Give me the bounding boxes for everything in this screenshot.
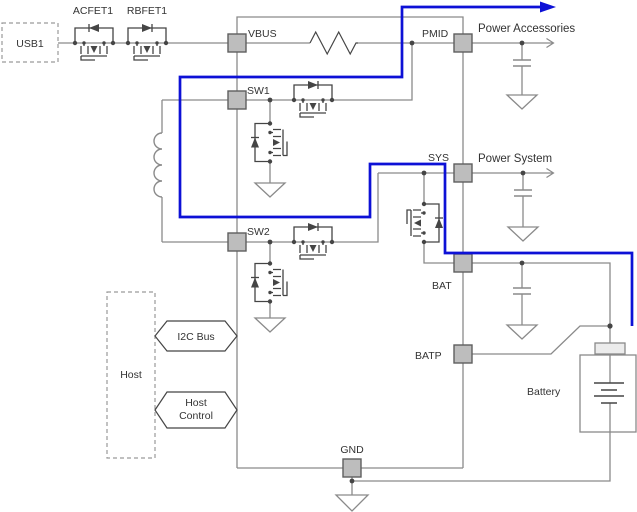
battery-connector (594, 342, 626, 355)
sys-arrowhead (546, 167, 555, 179)
battery-label: Battery (527, 386, 561, 398)
host-box (106, 291, 156, 459)
i2c-bus-connector (154, 320, 238, 352)
input-sense-resistor (309, 30, 358, 56)
power-path-arrowhead (540, 1, 556, 13)
sw1-pin (227, 90, 247, 110)
acfet1-label: ACFET1 (73, 5, 113, 17)
host-label: Host (120, 369, 142, 381)
inductor (153, 132, 163, 198)
acfet1-symbol (72, 23, 116, 61)
bat-capacitor (512, 287, 532, 295)
sw1-pin-label: SW1 (247, 85, 270, 97)
q3-lowside-fet (250, 260, 288, 305)
pmid-cap-ground (506, 94, 538, 110)
battery-symbol (579, 342, 637, 433)
sw2-node-wire (246, 173, 379, 243)
inductor-legs (161, 100, 228, 243)
batfet (406, 201, 444, 245)
vbus-pmid-top-bypass (236, 16, 464, 34)
rbfet1-label: RBFET1 (127, 5, 167, 17)
rbfet1-symbol (125, 23, 169, 61)
q4-highside-fet (291, 222, 335, 260)
q2-lowside-fet (250, 120, 288, 165)
pmid-pin-label: PMID (422, 28, 449, 40)
sw2-pin (227, 232, 247, 252)
vbus-pin (227, 33, 247, 53)
batp-sense-line (472, 325, 610, 355)
batp-pin-label: BATP (415, 350, 442, 362)
highlighted-power-path (178, 1, 634, 326)
batp-pin (453, 344, 473, 364)
gnd-pin-label: GND (340, 444, 364, 456)
usb1-label: USB1 (16, 38, 44, 50)
gnd-pin-ground-symbol (334, 494, 370, 512)
bat-line (472, 262, 611, 343)
pmid-arrowhead (546, 37, 555, 49)
pmid-pin (453, 33, 473, 53)
host-control-connector (154, 391, 238, 429)
power-accessories-label: Power Accessories (478, 23, 575, 35)
gnd-pin (342, 458, 362, 478)
power-system-label: Power System (478, 153, 552, 165)
sys-capacitor (513, 189, 533, 197)
sw2-pin-label: SW2 (247, 226, 270, 238)
host-control-label-line2: Control (179, 410, 213, 422)
wires (58, 16, 611, 495)
junction-dots (267, 40, 613, 484)
sys-pin-label: SYS (428, 152, 449, 164)
batfet-branch (423, 173, 454, 264)
q3-ground-symbol (254, 317, 286, 333)
battery-return-wire (352, 354, 611, 482)
q1-highside-fet (291, 80, 335, 118)
usb1-box (1, 22, 59, 63)
i2c-bus-label: I2C Bus (177, 331, 214, 343)
sys-pin (453, 163, 473, 183)
bat-cap-ground (506, 324, 538, 340)
host-control-label-line1: Host (185, 397, 207, 409)
vbus-pin-label: VBUS (248, 28, 277, 40)
sw1-node-wire (162, 43, 413, 101)
bat-pin-label: BAT (432, 280, 452, 292)
sys-cap-ground (507, 226, 539, 242)
q2-ground-symbol (254, 182, 286, 198)
bat-pin (453, 253, 473, 273)
pmid-capacitor (512, 59, 532, 67)
